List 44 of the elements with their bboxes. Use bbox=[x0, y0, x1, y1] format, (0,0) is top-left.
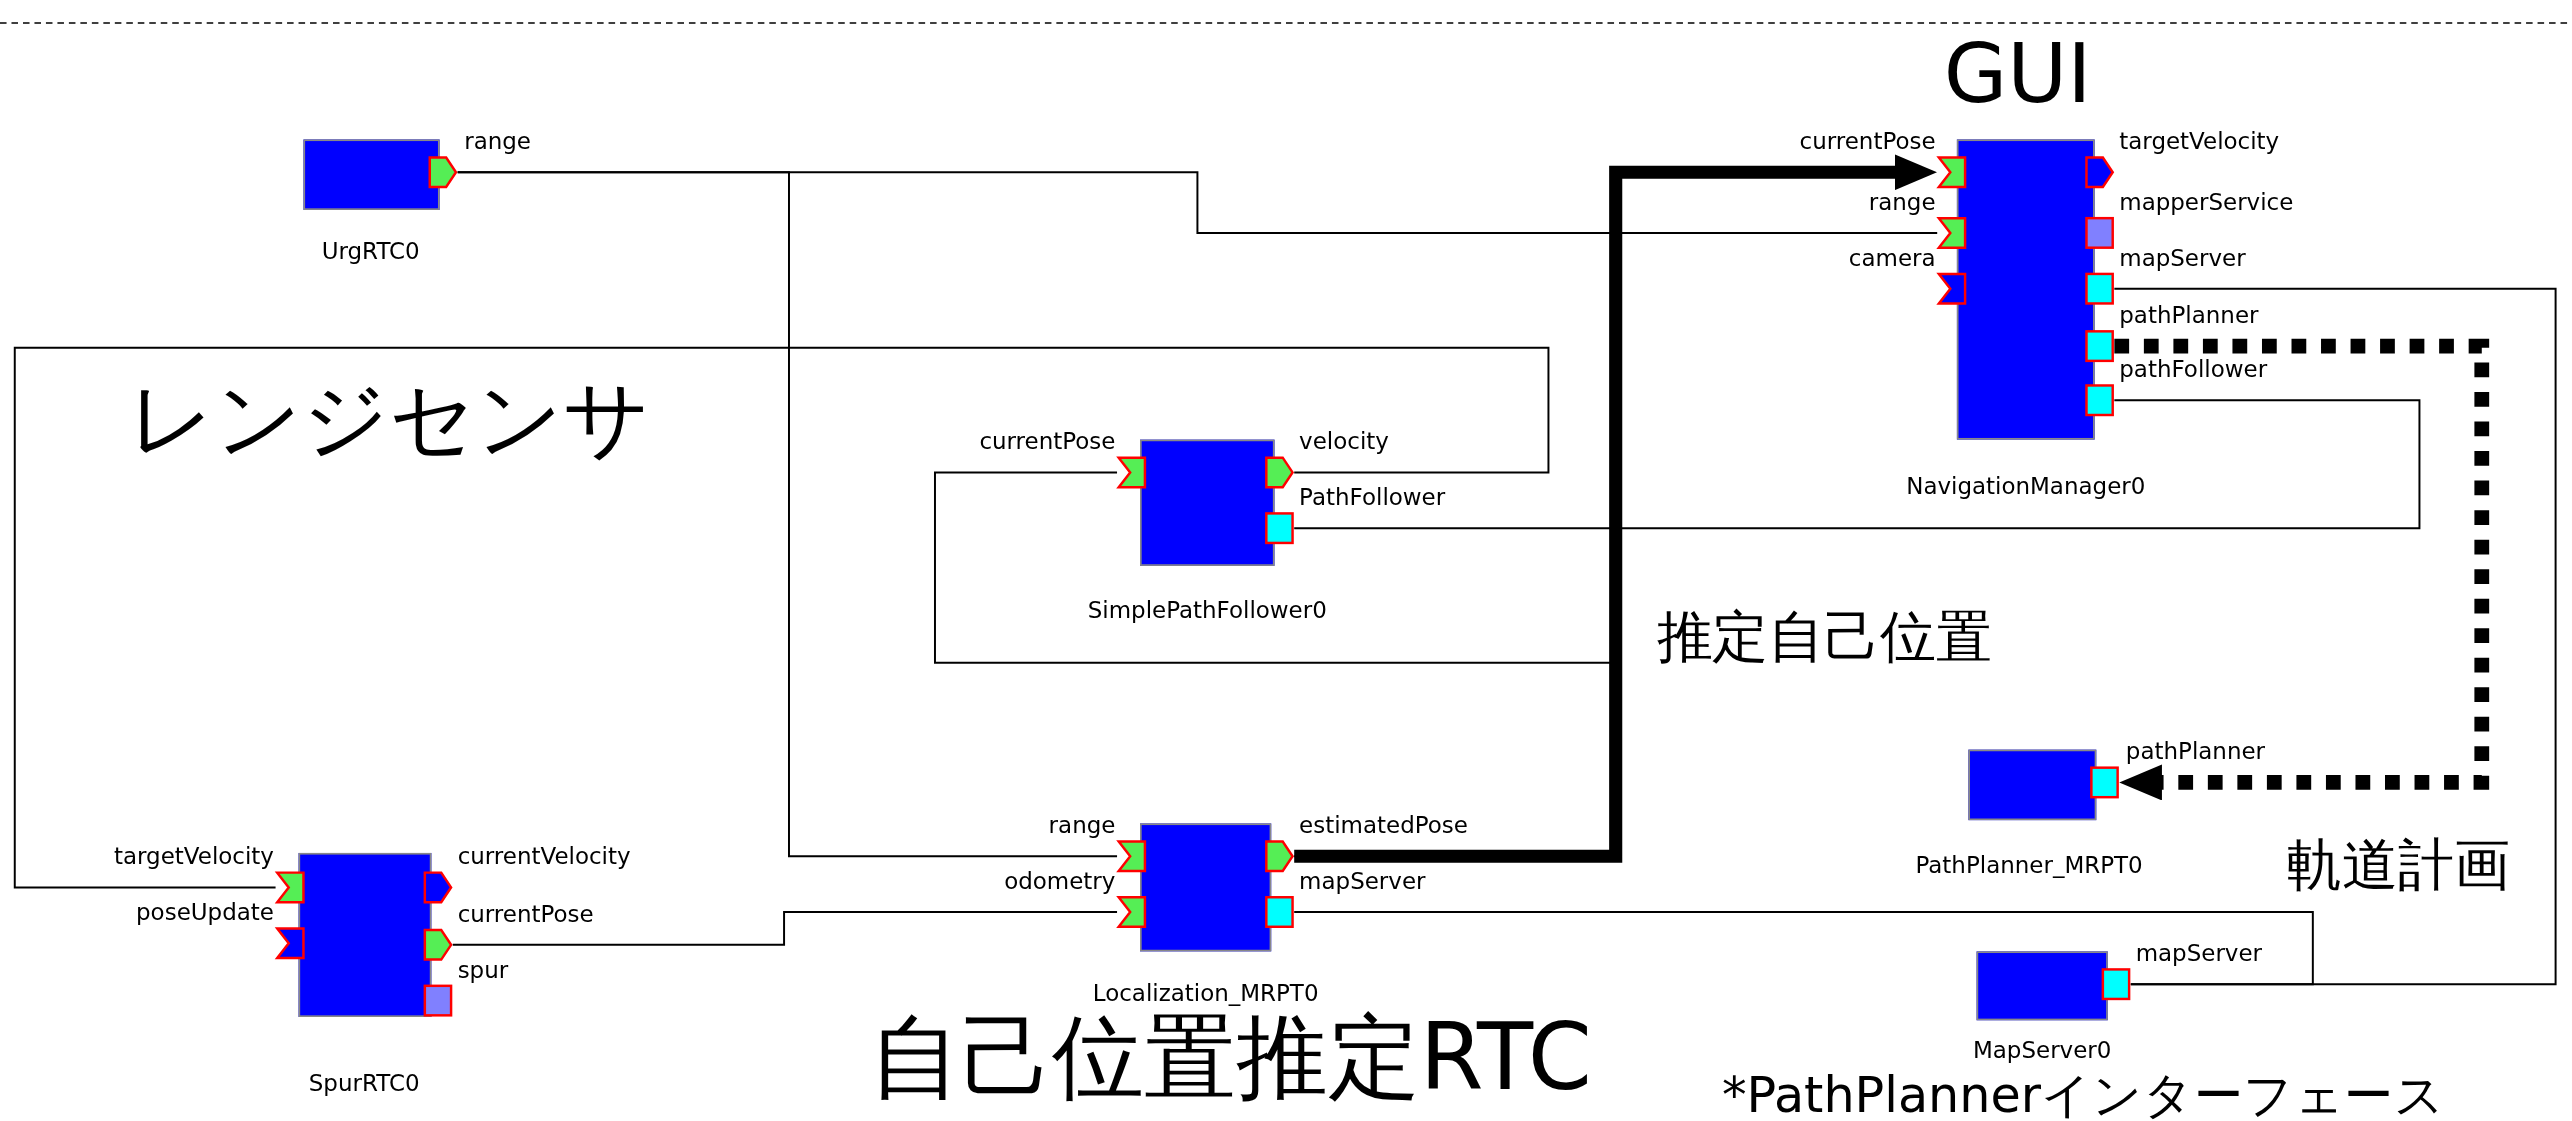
component-name: NavigationManager0 bbox=[1906, 472, 2146, 499]
annotation-text: 自己位置推定RTC bbox=[868, 1012, 1592, 1104]
connector-line bbox=[1293, 911, 2314, 986]
port-label: camera bbox=[1848, 244, 1936, 271]
port-label: currentPose bbox=[457, 900, 594, 927]
port-label: range bbox=[1868, 188, 1936, 215]
port-label: mapServer bbox=[2119, 244, 2246, 271]
port-label: targetVelocity bbox=[114, 843, 274, 870]
port-label: odometry bbox=[1004, 867, 1116, 894]
connector-line bbox=[2113, 287, 2557, 986]
connector-line bbox=[13, 346, 1550, 889]
annotation-text: GUI bbox=[1943, 32, 2092, 115]
port-label: velocity bbox=[1299, 428, 1389, 455]
component-name: SimplePathFollower0 bbox=[1087, 597, 1327, 624]
port-label: range bbox=[1048, 811, 1116, 839]
port-label: range bbox=[464, 127, 531, 155]
connector-line bbox=[1293, 399, 2421, 530]
connector-line bbox=[456, 171, 1119, 858]
port-label: currentVelocity bbox=[457, 843, 631, 870]
component-name: SpurRTC0 bbox=[308, 1069, 420, 1096]
component-name: Localization_MRPT0 bbox=[1092, 979, 1319, 1006]
port-label: pathPlanner bbox=[2125, 738, 2266, 765]
component-name: UrgRTC0 bbox=[321, 237, 420, 265]
port-label: currentPose bbox=[979, 428, 1116, 455]
annotation-text: *PathPlannerインターフェース bbox=[1721, 1071, 2445, 1121]
port-label: mapperService bbox=[2119, 188, 2294, 215]
connector-line bbox=[451, 911, 1119, 946]
thick-arrow bbox=[1294, 154, 1938, 863]
port-label: estimatedPose bbox=[1299, 811, 1468, 839]
port-label: PathFollower bbox=[1299, 483, 1446, 511]
dotted-arrow bbox=[2114, 338, 2490, 801]
port-label: poseUpdate bbox=[136, 898, 274, 926]
port-label: spur bbox=[457, 956, 509, 983]
annotation-text: レンジセンサ bbox=[127, 375, 650, 461]
component-name: PathPlanner_MRPT0 bbox=[1915, 851, 2143, 878]
component-name: MapServer0 bbox=[1973, 1036, 2112, 1063]
annotation-text: 軌道計画 bbox=[2286, 836, 2510, 893]
port-label: currentPose bbox=[1799, 127, 1936, 155]
annotation-text: 推定自己位置 bbox=[1656, 608, 1992, 665]
port-label: mapServer bbox=[1299, 867, 1426, 894]
port-label: mapServer bbox=[2135, 939, 2262, 967]
port-label: pathFollower bbox=[2119, 355, 2268, 383]
port-label: pathPlanner bbox=[2119, 301, 2259, 329]
port-label: targetVelocity bbox=[2119, 127, 2280, 155]
